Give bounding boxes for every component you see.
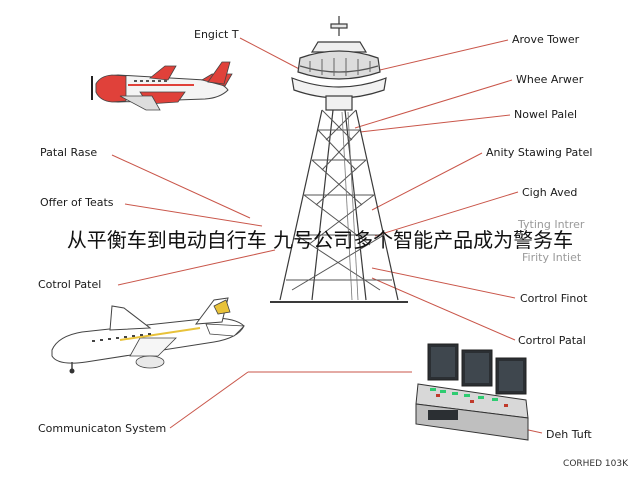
label-tyting-inter: Tyting Intrer — [518, 218, 585, 231]
label-whee-arwer: Whee Arwer — [516, 73, 584, 86]
label-communication-system: Communicaton System — [38, 422, 167, 435]
label-deh-tuft: Deh Tuft — [546, 428, 592, 441]
red-airplane — [91, 61, 233, 111]
label-patal-rase: Patal Rase — [40, 146, 98, 159]
leader-whee-arwer — [354, 79, 513, 129]
label-anity-stawing: Anity Stawing Patel — [486, 146, 593, 159]
label-control-finot: Cortrol Finot — [520, 292, 588, 305]
leader-anity-stawing — [371, 152, 483, 211]
label-firity-intiet: Firity Intiet — [522, 251, 582, 264]
leader-control-finot — [371, 267, 516, 299]
leader-cigh-aved — [374, 191, 519, 237]
news-caption: 从平衡车到电动自行车 九号公司多个智能产品成为警务车 — [66, 228, 574, 252]
leader-patal-rase — [111, 154, 251, 219]
label-nowel-palel: Nowel Palel — [514, 108, 578, 121]
leader-engine — [239, 37, 306, 73]
control-tower — [270, 16, 408, 303]
label-control-patal: Cortrol Patal — [518, 334, 586, 347]
leader-control-patal — [371, 277, 516, 341]
white-airplane — [51, 297, 245, 374]
leader-offer-teats — [124, 203, 263, 227]
label-offer-teats: Offer of Teats — [40, 196, 114, 209]
label-cotrol-patel: Cotrol Patel — [38, 278, 102, 291]
label-cigh-aved: Cigh Aved — [522, 186, 578, 199]
leader-cotrol-patel — [117, 249, 276, 286]
label-above-tower: Arove Tower — [512, 33, 580, 46]
label-engine: Engict T — [194, 28, 239, 41]
footer-code: CORHED 103K — [563, 459, 628, 469]
control-console — [415, 343, 529, 441]
leader-comm-system — [169, 371, 249, 429]
leader-above-tower — [379, 39, 509, 71]
leader-nowel-palel — [359, 114, 511, 133]
